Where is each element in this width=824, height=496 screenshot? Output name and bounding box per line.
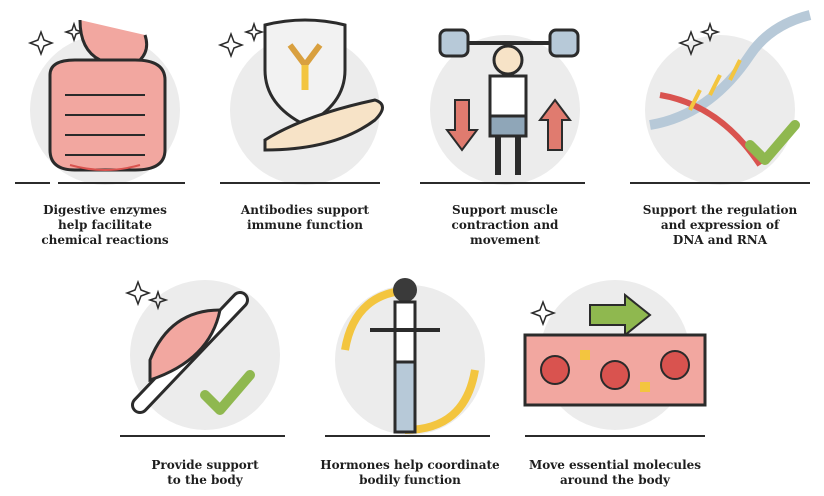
intestine-icon <box>15 19 185 185</box>
molecules-item: Move essential molecules around the body <box>515 280 715 490</box>
caption-dna: Support the regulation and expression of… <box>642 203 798 247</box>
caption-muscle: Support muscle contraction and movement <box>451 203 559 247</box>
caption-molecules: Move essential molecules around the body <box>528 458 702 487</box>
support-item: Provide support to the body <box>110 279 300 490</box>
dna-icon <box>630 10 812 185</box>
weightlifter-icon <box>420 28 585 185</box>
blood-vessel-icon <box>523 280 707 437</box>
caption-digestive: Digestive enzymes help facilitate chemic… <box>41 203 169 247</box>
digestive-item: Digestive enzymes help facilitate chemic… <box>10 0 200 260</box>
hormones-item: Hormones help coordinate bodily function <box>315 270 505 490</box>
muscle-item: Support muscle contraction and movement <box>410 0 600 260</box>
antibodies-item: Antibodies support immune function <box>210 0 400 260</box>
hormone-cycle-icon <box>325 278 490 437</box>
dna-item: Support the regulation and expression of… <box>620 0 820 260</box>
caption-support: Provide support to the body <box>151 458 259 487</box>
muscle-bone-icon <box>120 279 285 437</box>
caption-hormones: Hormones help coordinate bodily function <box>320 458 500 487</box>
antibody-shield-icon <box>217 18 384 185</box>
caption-antibodies: Antibodies support immune function <box>240 203 370 232</box>
